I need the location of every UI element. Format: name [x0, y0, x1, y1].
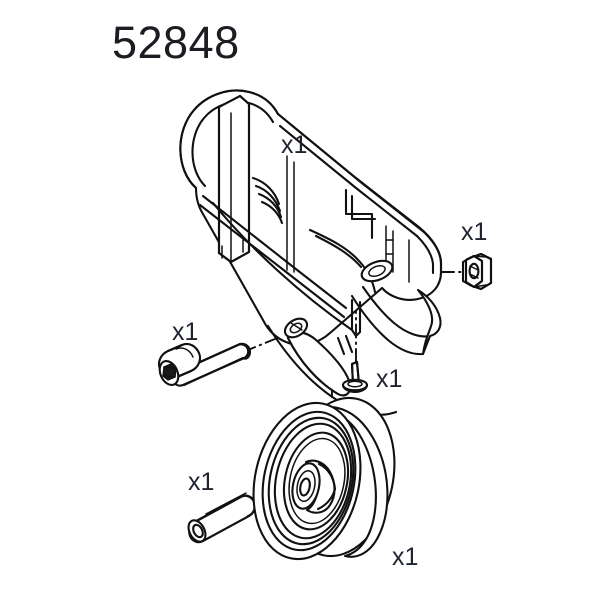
flat-head-pin [341, 360, 369, 394]
hex-nut [461, 252, 493, 291]
wheel [252, 396, 396, 561]
wheel-axle-bore [299, 477, 311, 497]
cylindrical-bushing-sleeve [187, 492, 257, 544]
quantity-label-housing: x1 [281, 131, 308, 159]
socket-head-cap-screw [157, 342, 252, 387]
wheel-housing-bracket [179, 89, 443, 416]
quantity-label-bolt: x1 [172, 318, 199, 346]
quantity-label-bushing: x1 [188, 468, 215, 496]
housing-hole-right [360, 259, 394, 283]
quantity-label-wheel: x1 [392, 543, 419, 571]
quantity-label-pin: x1 [376, 365, 403, 393]
quantity-label-nut: x1 [461, 218, 488, 246]
page-title: 52848 [112, 17, 240, 68]
